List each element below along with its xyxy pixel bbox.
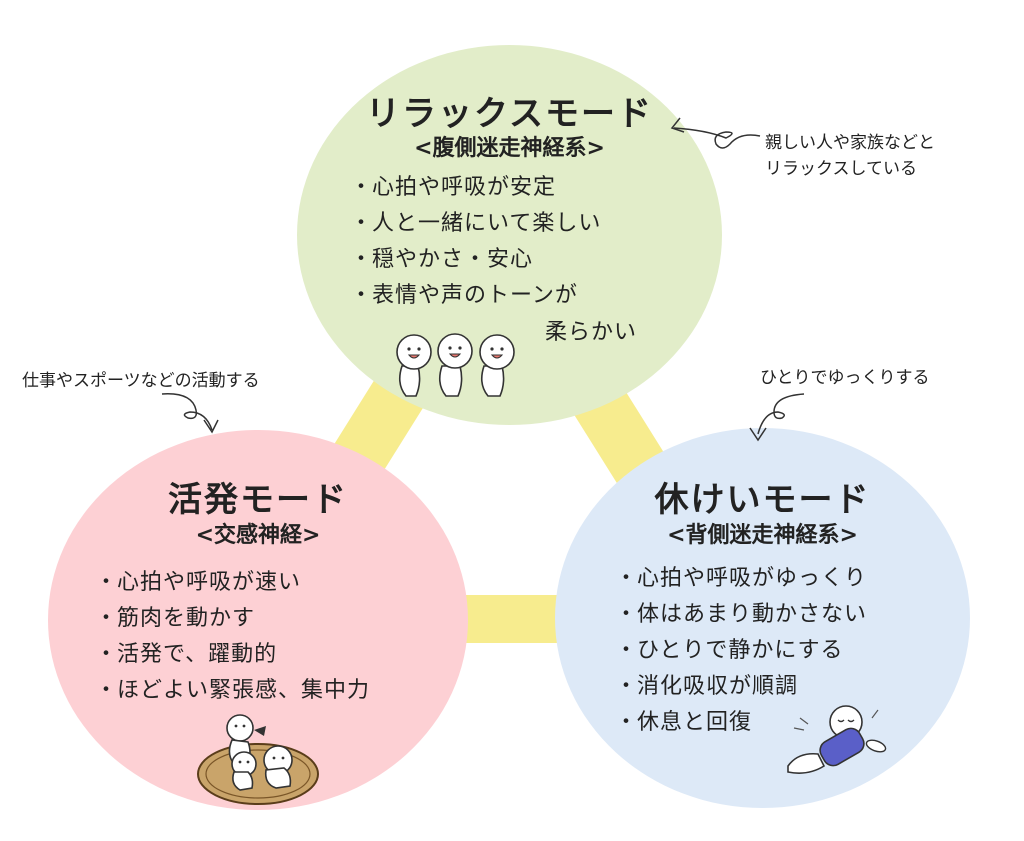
list-item: ・心拍や呼吸がゆっくり <box>615 566 868 591</box>
curly-arrow-icon <box>749 393 805 442</box>
list-item: ・消化吸収が順調 <box>615 674 799 699</box>
relax-mode-list: ・心拍や呼吸が安定 ・人と一緒にいて楽しい ・穏やかさ・安心 ・表情や声のトーン… <box>350 170 601 314</box>
relax-mode-item-continuation: 柔らかい <box>545 320 638 345</box>
list-item: ・休息と回復 <box>615 710 753 735</box>
rest-mode-subtitle: <背側迷走神経系> <box>667 523 858 548</box>
list-item: ・体はあまり動かさない <box>615 602 868 627</box>
list-item: ・穏やかさ・安心 <box>350 247 534 272</box>
list-item: ・ひとりで静かにする <box>615 638 844 663</box>
curly-arrow-icon <box>161 393 219 434</box>
rest-mode-circle <box>555 428 970 808</box>
three-friends-illustration <box>396 333 515 397</box>
list-item: ・ほどよい緊張感、集中力 <box>95 678 371 703</box>
rest-mode-title: 休けいモード <box>654 480 871 520</box>
list-item: ・表情や声のトーンが <box>350 283 578 308</box>
sumo-wrestlers-illustration <box>197 714 319 805</box>
active-mode-title: 活発モード <box>168 480 348 520</box>
list-item: ・心拍や呼吸が安定 <box>350 175 557 200</box>
list-item: ・心拍や呼吸が速い <box>95 570 302 595</box>
active-mode-list: ・心拍や呼吸が速い ・筋肉を動かす ・活発で、躍動的 ・ほどよい緊張感、集中力 <box>95 565 370 709</box>
relax-note-line: 親しい人や家族などと <box>765 133 935 153</box>
relax-mode-title: リラックスモード <box>366 94 653 134</box>
list-item: ・筋肉を動かす <box>95 606 256 631</box>
list-item: ・人と一緒にいて楽しい <box>350 211 602 236</box>
list-item: ・活発で、躍動的 <box>95 642 278 667</box>
active-mode-subtitle: <交感神経> <box>195 523 321 548</box>
rest-mode-list: ・心拍や呼吸がゆっくり ・体はあまり動かさない ・ひとりで静かにする ・消化吸収… <box>615 561 867 741</box>
curly-arrow-icon <box>670 117 761 149</box>
resting-person-illustration <box>787 705 887 774</box>
relax-note-line: リラックスしている <box>765 159 917 179</box>
relax-mode-subtitle: <腹側迷走神経系> <box>414 136 605 161</box>
relax-note: 親しい人や家族などと リラックスしている <box>765 130 935 182</box>
active-note: 仕事やスポーツなどの活動する <box>22 371 260 391</box>
rest-note: ひとりでゆっくりする <box>760 368 930 388</box>
